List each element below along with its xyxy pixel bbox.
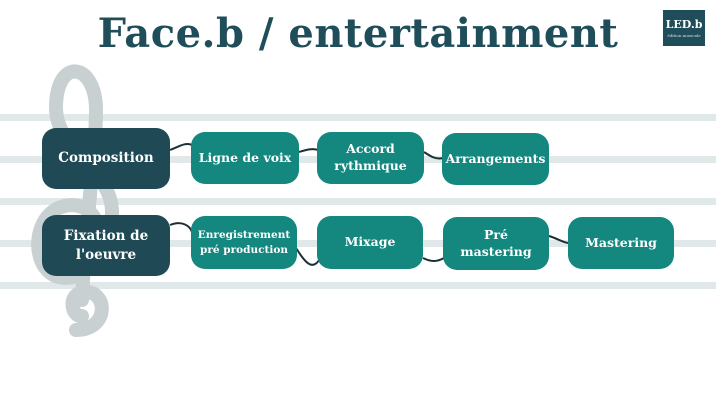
connector (169, 222, 193, 233)
connector (423, 151, 444, 160)
node-arrangements: Arrangements (442, 133, 549, 185)
connector (169, 142, 193, 151)
staff-line (0, 198, 716, 205)
node-accord-rythmique: Accord rythmique (317, 132, 424, 184)
node-enregistrement: Enregistrement pré production (191, 216, 297, 269)
connector (298, 148, 319, 153)
node-composition: Composition (42, 128, 170, 189)
connector (548, 235, 569, 244)
logo-subtext: édition musicale (667, 33, 701, 38)
node-pre-mastering: Pré mastering (443, 217, 549, 270)
node-ligne-de-voix: Ligne de voix (191, 132, 299, 184)
page-title: Face.b / entertainment (97, 10, 619, 57)
logo-text: LED.b (665, 18, 703, 31)
node-mixage: Mixage (317, 216, 423, 269)
node-fixation-oeuvre: Fixation de l'oeuvre (42, 215, 170, 276)
node-mastering: Mastering (568, 217, 674, 269)
connector (422, 257, 445, 262)
brand-logo: LED.b édition musicale (663, 10, 705, 46)
treble-clef-icon (31, 64, 119, 337)
staff-line (0, 282, 716, 289)
staff-line (0, 114, 716, 121)
